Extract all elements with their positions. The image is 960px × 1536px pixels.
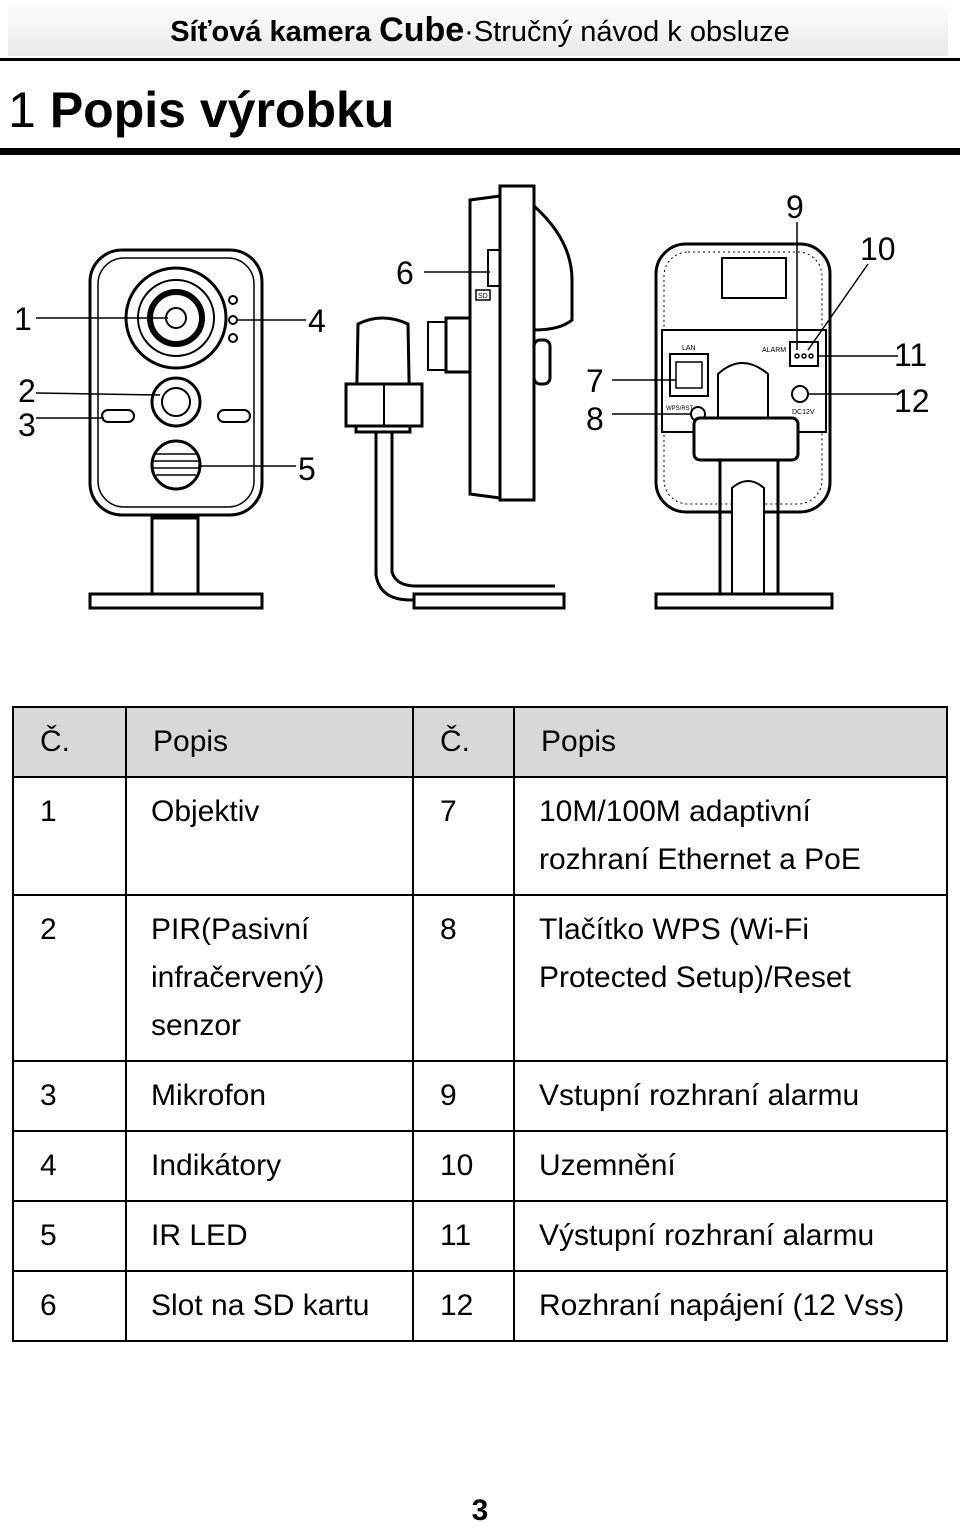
part-description: 10M/100M adaptivní rozhraní Ethernet a P… <box>513 776 948 896</box>
lan-port-label: LAN <box>682 345 696 352</box>
header-guide: Stručný návod k obsluze <box>473 16 790 48</box>
part-number: 12 <box>412 1270 515 1342</box>
part-number: 2 <box>12 894 127 1062</box>
table-row: 2 PIR(Pasivní infračervený) senzor 8 Tla… <box>12 894 948 1062</box>
table-row: 5 IR LED 11 Výstupní rozhraní alarmu <box>12 1200 948 1272</box>
section-number: 1 <box>8 82 36 138</box>
callout-7: 7 <box>586 363 604 399</box>
part-number: 6 <box>12 1270 127 1342</box>
part-description: Mikrofon <box>125 1060 414 1132</box>
part-description: Objektiv <box>125 776 414 896</box>
callout-2: 2 <box>18 373 36 409</box>
part-description: Rozhraní napájení (12 Vss) <box>513 1270 948 1342</box>
header-separator: · <box>464 16 474 48</box>
table-row: 1 Objektiv 7 10M/100M adaptivní rozhraní… <box>12 776 948 896</box>
part-description: PIR(Pasivní infračervený) senzor <box>125 894 414 1062</box>
part-number: 3 <box>12 1060 127 1132</box>
front-view <box>88 248 264 610</box>
part-number: 11 <box>412 1200 515 1272</box>
header-brand: Síťová kamera <box>170 16 372 48</box>
part-description: IR LED <box>125 1200 414 1272</box>
parts-table: Č. Popis Č. Popis 1 Objektiv 7 10M/100M … <box>12 706 948 1342</box>
callout-1: 1 <box>14 301 32 337</box>
header-model: Cube <box>379 11 465 49</box>
col-header-no-2: Č. <box>412 706 515 778</box>
callout-10: 10 <box>860 231 896 267</box>
callout-12: 12 <box>894 383 930 419</box>
camera-diagram: 1 2 3 4 5 6 SD <box>14 184 930 610</box>
part-description: Uzemnění <box>513 1130 948 1202</box>
header-rule <box>0 58 960 61</box>
dc-port-label: DC12V <box>792 409 815 416</box>
alarm-port-label: ALARM <box>762 347 786 354</box>
callout-6: 6 <box>396 255 414 291</box>
running-header: Síťová kamera Cube·Stručný návod k obslu… <box>0 8 960 54</box>
callout-4: 4 <box>308 303 326 339</box>
part-description: Výstupní rozhraní alarmu <box>513 1200 948 1272</box>
callout-9: 9 <box>786 189 804 225</box>
col-header-no-1: Č. <box>12 706 127 778</box>
part-description: Slot na SD kartu <box>125 1270 414 1342</box>
section-title-text: Popis výrobku <box>49 82 395 138</box>
part-number: 1 <box>12 776 127 896</box>
page-number: 3 <box>471 1494 489 1527</box>
part-number: 9 <box>412 1060 515 1132</box>
rear-view <box>654 242 834 610</box>
part-description: Tlačítko WPS (Wi-Fi Protected Setup)/Res… <box>513 894 948 1062</box>
rear-leaders <box>612 222 898 415</box>
callout-5: 5 <box>298 451 316 487</box>
table-header-row: Č. Popis Č. Popis <box>12 706 948 778</box>
front-leaders <box>35 317 306 467</box>
sd-slot-label: SD <box>478 293 488 300</box>
part-number: 8 <box>412 894 515 1062</box>
col-header-desc-2: Popis <box>513 706 948 778</box>
title-rule <box>0 148 960 155</box>
header-band <box>8 0 948 56</box>
col-header-desc-1: Popis <box>125 706 414 778</box>
callout-11: 11 <box>894 337 927 373</box>
side-view <box>344 184 574 610</box>
wps-button-label: WPS/RST <box>666 406 694 412</box>
part-number: 4 <box>12 1130 127 1202</box>
part-number: 5 <box>12 1200 127 1272</box>
table-row: 4 Indikátory 10 Uzemnění <box>12 1130 948 1202</box>
part-description: Indikátory <box>125 1130 414 1202</box>
part-number: 7 <box>412 776 515 896</box>
table-row: 6 Slot na SD kartu 12 Rozhraní napájení … <box>12 1270 948 1342</box>
part-description: Vstupní rozhraní alarmu <box>513 1060 948 1132</box>
callout-3: 3 <box>18 407 36 443</box>
part-number: 10 <box>412 1130 515 1202</box>
callout-8: 8 <box>586 401 604 437</box>
table-row: 3 Mikrofon 9 Vstupní rozhraní alarmu <box>12 1060 948 1132</box>
